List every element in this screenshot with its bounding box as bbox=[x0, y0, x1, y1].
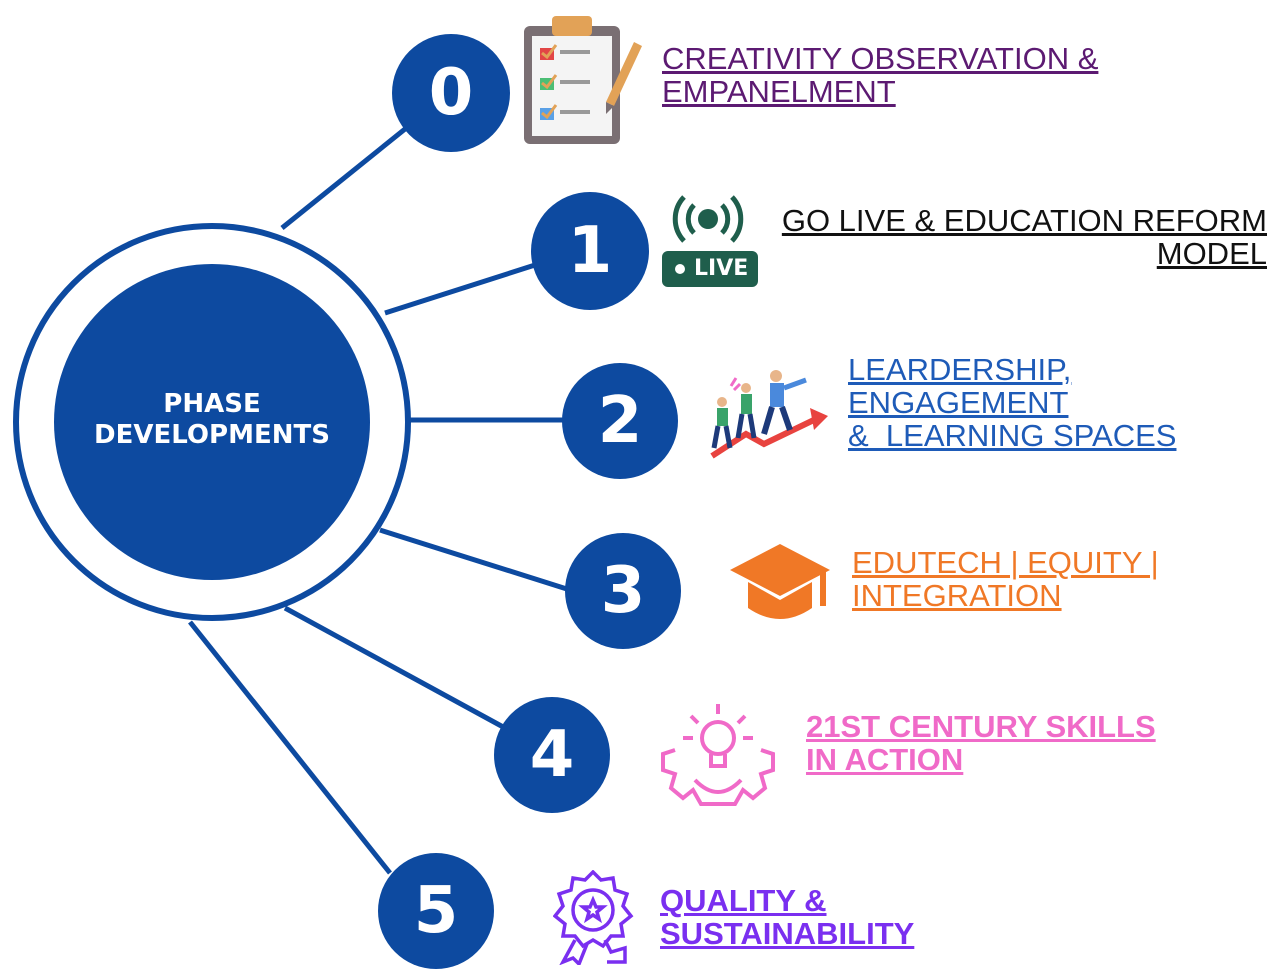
phase-number-0: 0 bbox=[392, 34, 510, 152]
live-broadcast-icon bbox=[662, 195, 758, 287]
phase-number-1: 1 bbox=[531, 192, 649, 310]
phase-label-3[interactable]: EDUTECH | EQUITY | INTEGRATION bbox=[852, 545, 1159, 613]
center-title-line2: DEVELOPMENTS bbox=[94, 420, 330, 450]
quality-badge-icon bbox=[553, 870, 634, 965]
phase-number-3: 3 bbox=[565, 533, 681, 649]
connector-line-3 bbox=[379, 527, 571, 593]
phase-label-2[interactable]: LEARDERSHIP, ENGAGEMENT & LEARNING SPACE… bbox=[848, 352, 1177, 453]
idea-gear-icon bbox=[661, 704, 775, 806]
phase-label-5[interactable]: QUALITY & SUSTAINABILITY bbox=[660, 883, 915, 951]
center-title: PHASE DEVELOPMENTS bbox=[62, 389, 362, 451]
center-disc bbox=[54, 264, 370, 580]
center-title-line1: PHASE bbox=[163, 389, 261, 419]
clipboard-checklist-icon bbox=[524, 16, 642, 144]
live-badge-text: LIVE bbox=[694, 256, 749, 281]
phase-label-4[interactable]: 21ST CENTURY SKILLS IN ACTION bbox=[806, 709, 1156, 777]
phase-number-5: 5 bbox=[378, 853, 494, 969]
connector-line-4 bbox=[283, 605, 507, 731]
graduation-cap-icon bbox=[730, 544, 830, 619]
phase-number-2: 2 bbox=[562, 363, 678, 479]
team-growth-icon bbox=[710, 370, 828, 459]
phase-label-0[interactable]: CREATIVITY OBSERVATION & EMPANELMENT bbox=[662, 41, 1099, 109]
connector-lines bbox=[188, 123, 571, 875]
phase-number-4: 4 bbox=[494, 697, 610, 813]
connector-line-0 bbox=[280, 123, 412, 230]
phase-label-1[interactable]: GO LIVE & EDUCATION REFORM MODEL bbox=[781, 203, 1267, 271]
connector-line-1 bbox=[384, 262, 536, 316]
connector-line-5 bbox=[188, 620, 392, 875]
